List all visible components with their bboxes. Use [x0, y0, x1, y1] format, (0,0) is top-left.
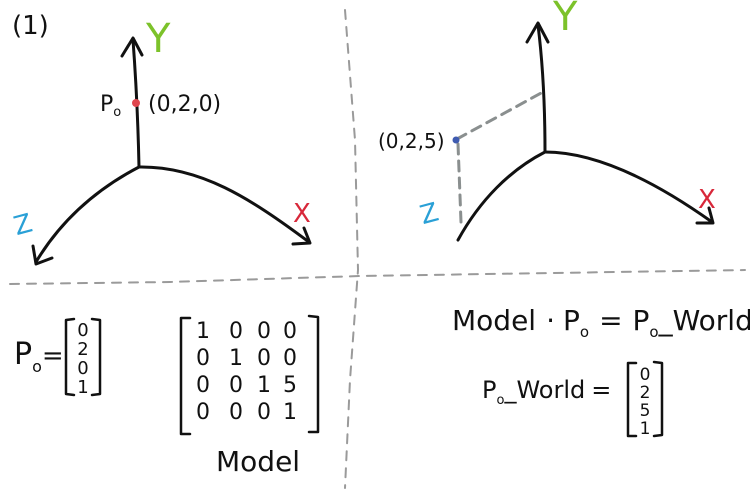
model-cell-2-2: 1: [257, 373, 271, 398]
right-axes: [456, 21, 715, 242]
model-cell-1-1: 1: [229, 346, 243, 371]
p0-value-3: 1: [77, 377, 88, 398]
equation-rhs-name: P: [633, 304, 650, 337]
p0-vector-equals: =: [42, 341, 64, 371]
model-cell-0-3: 0: [283, 319, 297, 344]
equation-p-name: P: [563, 304, 580, 337]
left-point-coords: (0,2,0): [148, 92, 221, 117]
model-cell-1-0: 0: [196, 346, 210, 371]
model-cell-3-1: 0: [229, 400, 243, 425]
divider-vertical: [344, 9, 360, 489]
model-bracket-right: [307, 314, 320, 434]
model-cell-1-2: 0: [257, 346, 271, 371]
p0-world-name: P: [482, 376, 496, 404]
p0-vector-label: Po=: [14, 337, 64, 376]
left-point-marker: [132, 99, 140, 107]
model-cell-2-0: 0: [196, 373, 210, 398]
model-cell-0-2: 0: [257, 319, 271, 344]
model-cell-0-1: 0: [229, 319, 243, 344]
equation-lhs-word: Model: [452, 304, 536, 337]
equation-p-subscript: o: [580, 323, 589, 341]
left-y-arrowhead: [120, 36, 144, 58]
left-point-subscript: o: [113, 105, 121, 120]
right-z-axis: [456, 150, 547, 242]
p0-value-0: 0: [77, 320, 88, 341]
projection-to-z-axis: [456, 142, 463, 224]
left-point-name: P: [100, 92, 113, 117]
left-y-label: Y: [145, 16, 171, 62]
right-point-coords: (0,2,5): [378, 129, 445, 153]
model-cell-2-3: 5: [283, 373, 297, 398]
model-equation: Model·Po=Po_World: [452, 304, 750, 341]
model-bracket-left: [179, 316, 192, 436]
left-z-axis: [34, 165, 141, 264]
figure-number: (1): [12, 11, 49, 41]
p0-value-1: 2: [77, 339, 88, 360]
p0-world-bracket-right: [652, 360, 664, 438]
left-z-arrowhead: [31, 244, 54, 266]
p0-world-value-3: 1: [640, 419, 651, 439]
model-cell-3-2: 0: [257, 400, 271, 425]
p0-world-equals: =: [591, 376, 611, 404]
left-x-arrowhead: [291, 226, 312, 246]
projection-to-y-axis: [455, 90, 545, 141]
right-point-marker: [452, 136, 460, 144]
p0-vector-name: P: [14, 337, 32, 372]
right-y-arrowhead: [525, 21, 550, 44]
model-cell-1-3: 0: [283, 346, 297, 371]
p0-bracket-left: [64, 317, 76, 397]
model-cell-3-0: 0: [196, 400, 210, 425]
right-z-label: Z: [417, 197, 442, 231]
p0-world-value-1: 2: [640, 383, 651, 403]
p0-world-value-0: 0: [640, 365, 651, 385]
p0-world-label: Po_World=: [482, 376, 611, 408]
right-x-label: X: [698, 185, 716, 215]
p0-world-subscript: o: [496, 393, 504, 408]
p0-bracket-right: [90, 317, 102, 397]
equation-dot: ·: [546, 304, 555, 337]
equation-equals: =: [599, 304, 622, 337]
model-cell-3-3: 1: [283, 400, 297, 425]
left-axes: [31, 36, 312, 266]
model-caption: Model: [216, 445, 300, 478]
p0-world-bracket-left: [626, 361, 638, 438]
left-z-label: Z: [11, 208, 36, 242]
p0-world-suffix: _World: [503, 376, 585, 404]
divider-horizontal: [9, 269, 746, 285]
p0-world-value-2: 5: [640, 401, 651, 421]
left-x-label: X: [293, 199, 311, 229]
right-y-axis: [536, 23, 547, 154]
equation-rhs-suffix: _World: [658, 304, 750, 337]
right-y-label: Y: [552, 0, 578, 40]
right-x-arrowhead: [695, 206, 715, 225]
left-point-label: Po: [100, 92, 121, 120]
p0-vector-subscript: o: [32, 357, 42, 376]
model-cell-0-0: 1: [196, 319, 210, 344]
p0-value-2: 0: [77, 358, 88, 379]
model-cell-2-1: 0: [229, 373, 243, 398]
right-x-axis: [543, 150, 714, 224]
left-x-axis: [137, 165, 311, 244]
equation-rhs-subscript: o: [649, 323, 658, 341]
